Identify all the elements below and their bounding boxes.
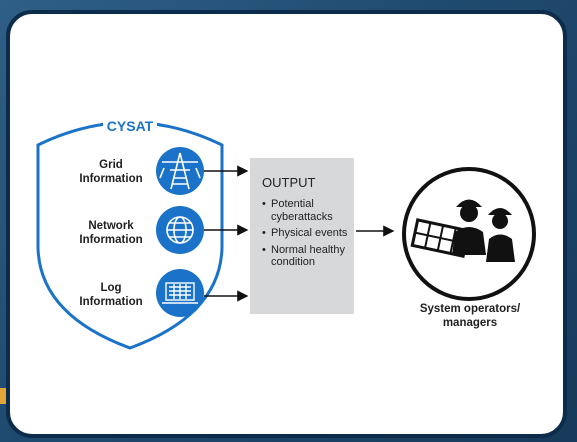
output-box: [250, 158, 354, 314]
output-item: •Normal healthy condition: [262, 243, 345, 269]
laptop-icon: [156, 269, 204, 317]
output-item: •Physical events: [262, 227, 348, 239]
cysat-title: CYSAT: [103, 117, 157, 135]
output-title: OUTPUT: [262, 175, 316, 190]
output-item: •Potential cyberattacks: [262, 198, 333, 223]
power-tower-icon: [156, 147, 204, 195]
network-information-label: Network Information: [79, 220, 143, 246]
system-operators-label: System operators/ managers: [419, 303, 521, 329]
grid-information-label: Grid Information: [79, 159, 143, 185]
engineers-icon: [402, 167, 536, 301]
log-information-label: Log Information: [79, 282, 143, 308]
output-list: •Potential cyberattacks •Physical events…: [262, 198, 352, 273]
globe-network-icon: [156, 206, 204, 254]
